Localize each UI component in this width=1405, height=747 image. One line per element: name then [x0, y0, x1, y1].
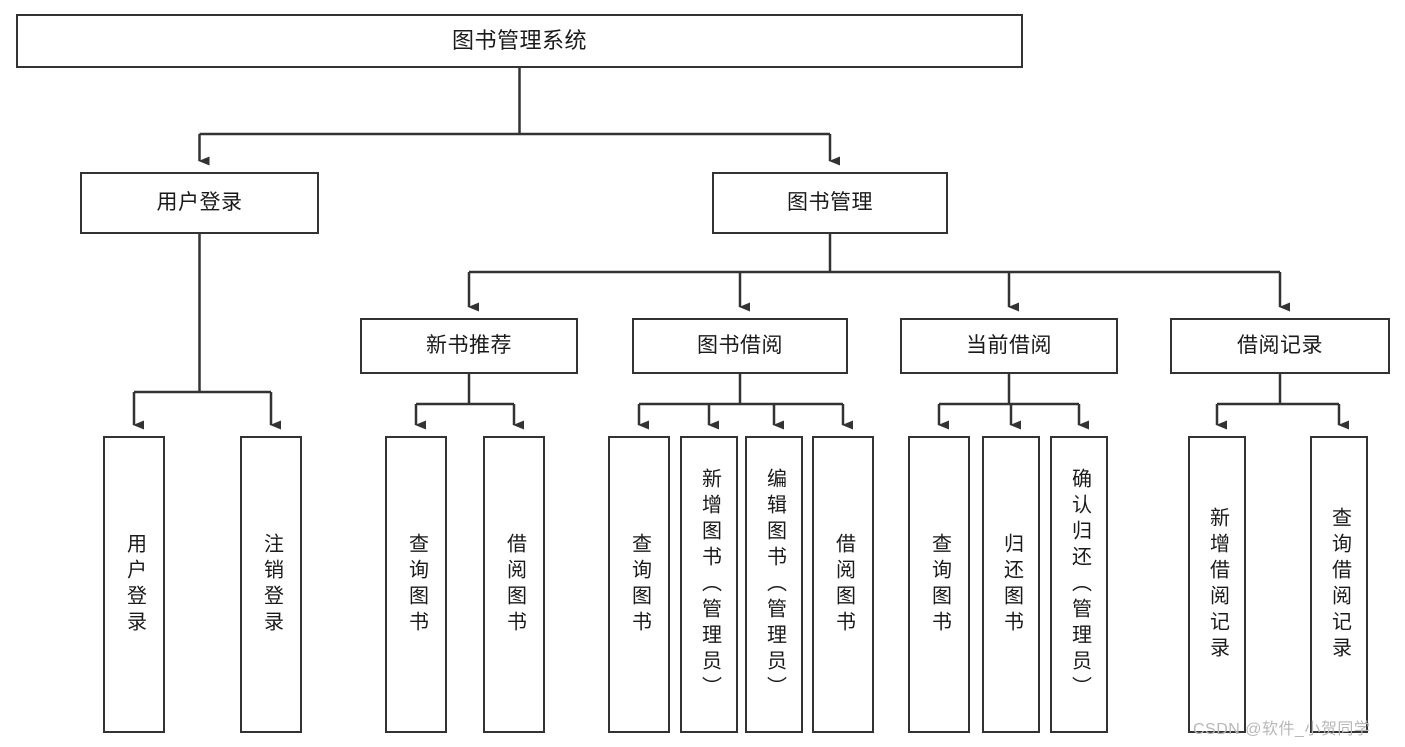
node-label: 归还图书 — [1000, 532, 1023, 637]
node-label: 注销登录 — [260, 532, 283, 637]
node-leaf-add-book: 新增图书（管理员） — [680, 436, 738, 733]
node-leaf-logout: 注销登录 — [240, 436, 302, 733]
node-label: 图书借阅 — [697, 334, 783, 358]
node-label: 借阅图书 — [832, 532, 855, 637]
node-book-manage: 图书管理 — [712, 172, 948, 234]
node-leaf-edit-book: 编辑图书（管理员） — [745, 436, 803, 733]
node-borrow-record: 借阅记录 — [1170, 318, 1390, 374]
node-leaf-borrow-book-rec: 借阅图书 — [483, 436, 545, 733]
node-label: 当前借阅 — [966, 334, 1052, 358]
node-label: 借阅图书 — [503, 532, 526, 637]
node-label: 查询图书 — [928, 532, 951, 637]
node-book-borrow: 图书借阅 — [632, 318, 848, 374]
node-new-book-rec: 新书推荐 — [360, 318, 578, 374]
node-label: 新书推荐 — [426, 334, 512, 358]
node-label: 用户登录 — [156, 191, 243, 215]
node-leaf-query-book-rec: 查询图书 — [385, 436, 447, 733]
node-leaf-query-book-cur: 查询图书 — [908, 436, 970, 733]
node-label: 新增图书（管理员） — [698, 467, 721, 702]
node-label: 查询图书 — [628, 532, 651, 637]
node-label: 新增借阅记录 — [1206, 506, 1229, 663]
node-label: 编辑图书（管理员） — [763, 467, 786, 702]
node-leaf-add-record: 新增借阅记录 — [1188, 436, 1246, 733]
csdn-watermark: CSDN @软件_小贺同学 — [1193, 721, 1371, 738]
node-leaf-return-book: 归还图书 — [982, 436, 1040, 733]
node-label: 图书管理系统 — [451, 27, 587, 53]
node-leaf-user-login: 用户登录 — [103, 436, 165, 733]
node-leaf-borrow-book: 借阅图书 — [812, 436, 874, 733]
node-leaf-confirm-return: 确认归还（管理员） — [1050, 436, 1108, 733]
node-leaf-query-record: 查询借阅记录 — [1310, 436, 1368, 733]
node-label: 借阅记录 — [1237, 334, 1323, 358]
node-leaf-query-book-borrow: 查询图书 — [608, 436, 670, 733]
node-label: 查询图书 — [405, 532, 428, 637]
node-current-borrow: 当前借阅 — [900, 318, 1118, 374]
node-user-login: 用户登录 — [80, 172, 319, 234]
node-label: 用户登录 — [123, 532, 146, 637]
node-label: 查询借阅记录 — [1328, 506, 1351, 663]
node-root: 图书管理系统 — [16, 14, 1023, 68]
node-label: 图书管理 — [787, 191, 873, 215]
node-label: 确认归还（管理员） — [1068, 467, 1091, 702]
